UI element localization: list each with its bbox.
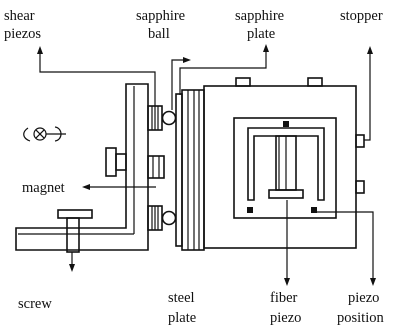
leader-sapphire-ball (171, 57, 191, 110)
label-piezo-position: position (337, 310, 384, 326)
leader-stopper (364, 46, 373, 141)
screw (57, 209, 93, 253)
label-screw: screw (18, 296, 52, 312)
label-stopper: stopper (340, 8, 383, 24)
shear-piezo-bottom (147, 205, 163, 231)
label-magnet: magnet (22, 180, 65, 196)
position-marker-left (247, 207, 253, 213)
label-shear: shear (4, 8, 35, 24)
leader-sapphire-plate (179, 44, 269, 95)
label-sapphire-ball-2: ball (148, 26, 170, 42)
leader-piezo-position (316, 211, 376, 286)
label-steel: steel (168, 290, 195, 306)
sapphire-ball-bottom (161, 210, 177, 226)
label-piezo: piezo (348, 290, 379, 306)
top-tab-right (307, 77, 323, 87)
sapphire-ball-top (161, 110, 177, 126)
stopper-tab-lower (355, 180, 365, 194)
label-sapphire-ball-1: sapphire (136, 8, 185, 24)
position-marker-right (311, 207, 317, 213)
shear-piezo-top (147, 105, 163, 131)
leader-shear-piezos (37, 46, 156, 106)
label-fiber: fiber (270, 290, 298, 306)
steel-plate (181, 89, 205, 251)
sapphire-plate (175, 93, 183, 247)
label-fiber-piezo: piezo (270, 310, 301, 326)
label-steel-plate: plate (168, 310, 196, 326)
crossed-circle-rotation-icon (23, 126, 66, 142)
fiber-piezo-holder (247, 121, 325, 201)
magnet (105, 147, 127, 177)
main-block (203, 85, 357, 249)
fiber-piezo (268, 135, 304, 199)
inner-frame (233, 117, 337, 219)
label-sapphire-plate-1: sapphire (235, 8, 284, 24)
top-tab-left (235, 77, 251, 87)
label-piezos: piezos (4, 26, 41, 42)
shear-piezo-middle (147, 155, 165, 179)
l-bracket (15, 83, 149, 251)
label-sapphire-plate-2: plate (247, 26, 275, 42)
stopper-tab-upper (355, 134, 365, 148)
